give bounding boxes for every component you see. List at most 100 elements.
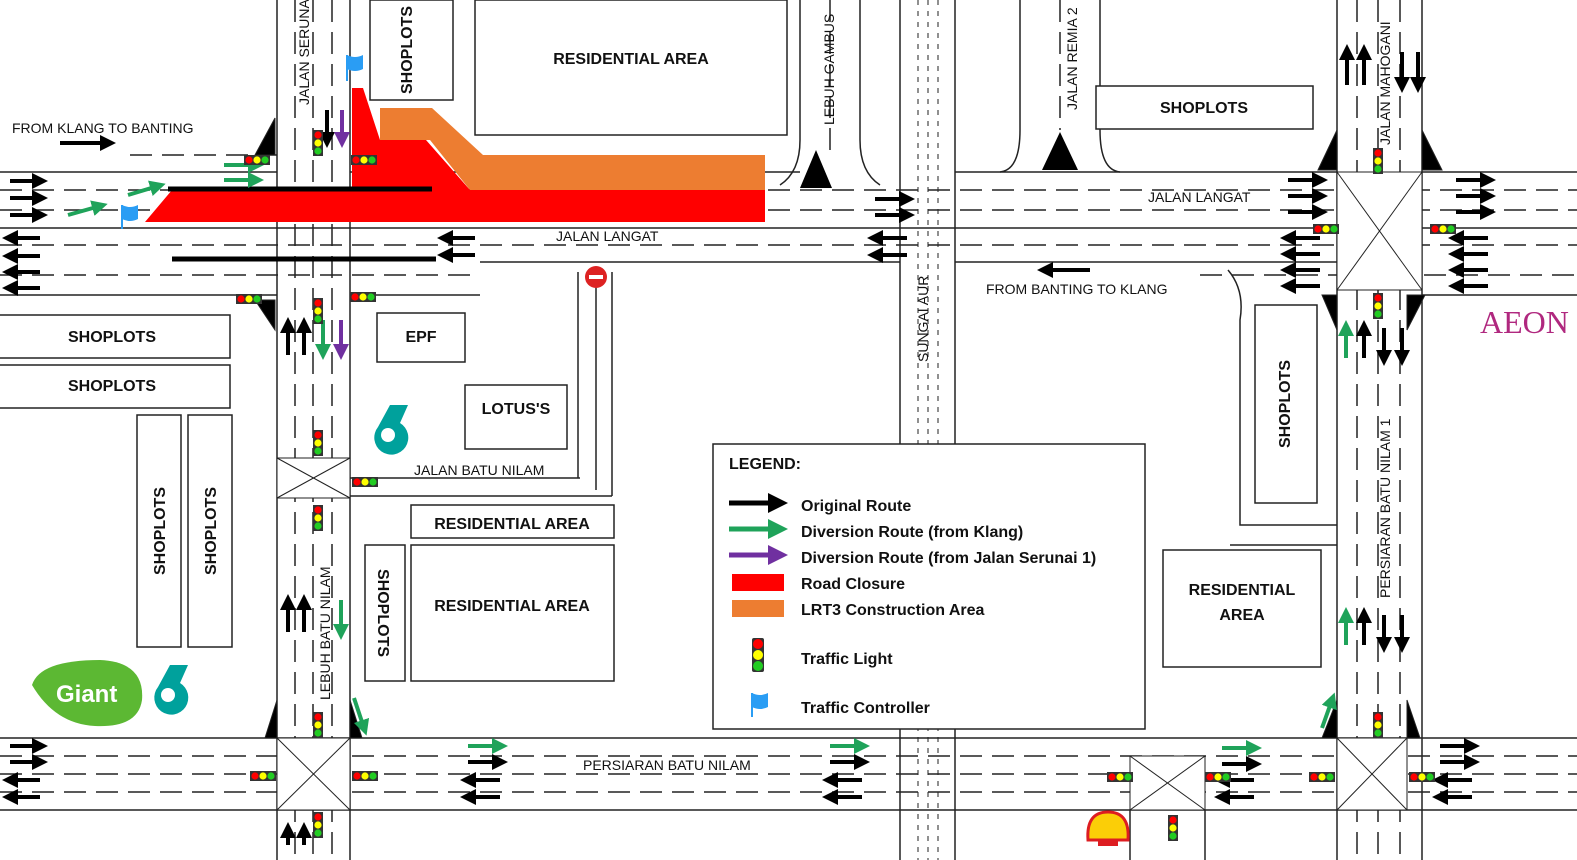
legend-title: LEGEND: [729,456,801,473]
traffic-light-icon [351,155,377,165]
traffic-light-icon [1313,224,1339,234]
building-residential-right [1162,549,1322,668]
traffic-light-icon [250,771,276,781]
traffic-light-icon [313,130,323,156]
road-label-jalan-langat: JALAN LANGAT [1148,189,1251,205]
legend-label: Original Route [801,498,911,515]
residential-label: RESIDENTIAL [1189,582,1296,599]
residential-label: RESIDENTIAL AREA [434,598,590,615]
shoplots-label: SHOPLOTS [399,6,416,94]
legend-item-original-route: Original Route [729,493,911,515]
shoplots-label: SHOPLOTS [203,487,220,575]
road-label-lebuh-batu-nilam: LEBUH BATU NILAM [317,566,333,700]
legend-label: Road Closure [801,576,905,593]
traffic-light-icon [313,712,323,738]
direction-banting-to-klang: FROM BANTING TO KLANG [986,281,1168,297]
traffic-light-icon [352,771,378,781]
shell-road [1129,755,1206,860]
building-shoplots-right-v [1254,304,1318,504]
legend-item-traffic-light: Traffic Light [752,638,893,672]
road-label-jalan-mahogani: JALAN MAHOGANI [1377,21,1393,145]
traffic-lights [236,130,1456,841]
building-shoplots-left-1 [0,314,231,359]
shell-logo-icon [1086,810,1130,846]
shoplots-label: SHOPLOTS [152,487,169,575]
traffic-light-icon [1409,772,1435,782]
lebuh-gambus-road [779,0,881,188]
residential-label: AREA [1219,607,1265,624]
legend-item-diversion-klang: Diversion Route (from Klang) [729,519,1023,541]
road-label-jalan-serunai: JALAN SERUNAI [296,0,312,105]
intersection-boxes [254,117,1443,811]
jalan-batu-nilam-road [350,272,613,497]
legend-label: Traffic Light [801,651,893,668]
legend-item-road-closure: Road Closure [732,574,905,593]
legend-item-diversion-serunai: Diversion Route (from Jalan Serunai 1) [729,545,1096,567]
building-shoplots-left-v2 [187,414,233,648]
residential-label: RESIDENTIAL AREA [434,516,590,533]
building-residential-mid [410,504,615,539]
building-lotus [464,384,568,450]
road-label-jalan-batu-nilam: JALAN BATU NILAM [414,462,544,478]
legend-label: Traffic Controller [801,700,930,717]
building-shoplots-top-right [1095,85,1314,130]
road-label-lebuh-gambus: LEBUH GAMBUS [821,14,837,125]
traffic-light-icon [1373,712,1383,738]
diversion-klang-arrow [67,200,108,217]
traffic-light-icon [313,298,323,324]
traffic-controller-icon [346,55,363,81]
road-closure-area [145,88,765,222]
shoplots-label: SHOPLOTS [374,569,391,657]
traffic-light-icon [352,477,378,487]
shoplots-label: SHOPLOTS [1160,100,1248,117]
building-shoplots-left-2 [0,364,231,409]
epf-label: EPF [405,329,436,346]
legend-item-traffic-controller: Traffic Controller [751,693,930,717]
giant-logo: Giant [32,660,143,727]
building-shoplots-mid-v [364,544,406,682]
aeon-logo: AEON [1480,304,1569,340]
diversion-klang-arrow [1320,692,1337,729]
lotus-label: LOTUS'S [482,401,551,418]
traffic-light-icon [1430,224,1456,234]
legend: LEGEND: Original Route Diversion Route (… [712,443,1146,730]
traffic-controller-icon [751,693,768,717]
building-shoplots-top [369,0,454,101]
diversion-klang-arrow [127,180,166,197]
petronas-logo-icon [374,405,409,455]
road-label-jalan-remia: JALAN REMIA 2 [1064,7,1080,110]
traffic-light-icon [752,638,764,672]
road-label-jalan-langat: JALAN LANGAT [556,228,659,244]
traffic-light-icon [236,294,262,304]
no-entry-sign-icon [585,266,607,288]
road-label-sungai-aur: SUNGAI AUR [915,276,931,362]
direction-klang-to-banting: FROM KLANG TO BANTING [12,120,194,136]
diversion-klang-arrow [352,697,370,736]
traffic-light-icon [1373,293,1383,319]
legend-label: Diversion Route (from Jalan Serunai 1) [801,550,1096,567]
shoplots-label: SHOPLOTS [1277,360,1294,448]
traffic-light-icon [1373,148,1383,174]
route-arrows [2,44,1496,845]
traffic-light-icon [1205,772,1231,782]
building-residential-mid-2 [410,544,615,682]
building-epf [376,312,466,363]
lrt3-construction-area [380,108,765,190]
traffic-light-icon [313,812,323,838]
traffic-light-icon [1168,815,1178,841]
road-label-persiaran-batu-nilam: PERSIARAN BATU NILAM [583,757,751,773]
building-shoplots-left-v1 [136,414,182,648]
petronas-logo-icon [154,665,189,715]
traffic-light-icon [313,430,323,456]
sungai-aur-river [899,0,956,860]
traffic-light-icon [350,292,376,302]
traffic-light-icon [244,155,270,165]
road-label-persiaran-batu-nilam-1: PERSIARAN BATU NILAM 1 [1377,418,1393,598]
building-residential-top [474,0,788,136]
traffic-light-icon [313,505,323,531]
legend-label: Diversion Route (from Klang) [801,524,1023,541]
legend-item-lrt3-construction: LRT3 Construction Area [732,600,985,619]
legend-label: LRT3 Construction Area [801,602,985,619]
median-barriers [168,186,436,262]
